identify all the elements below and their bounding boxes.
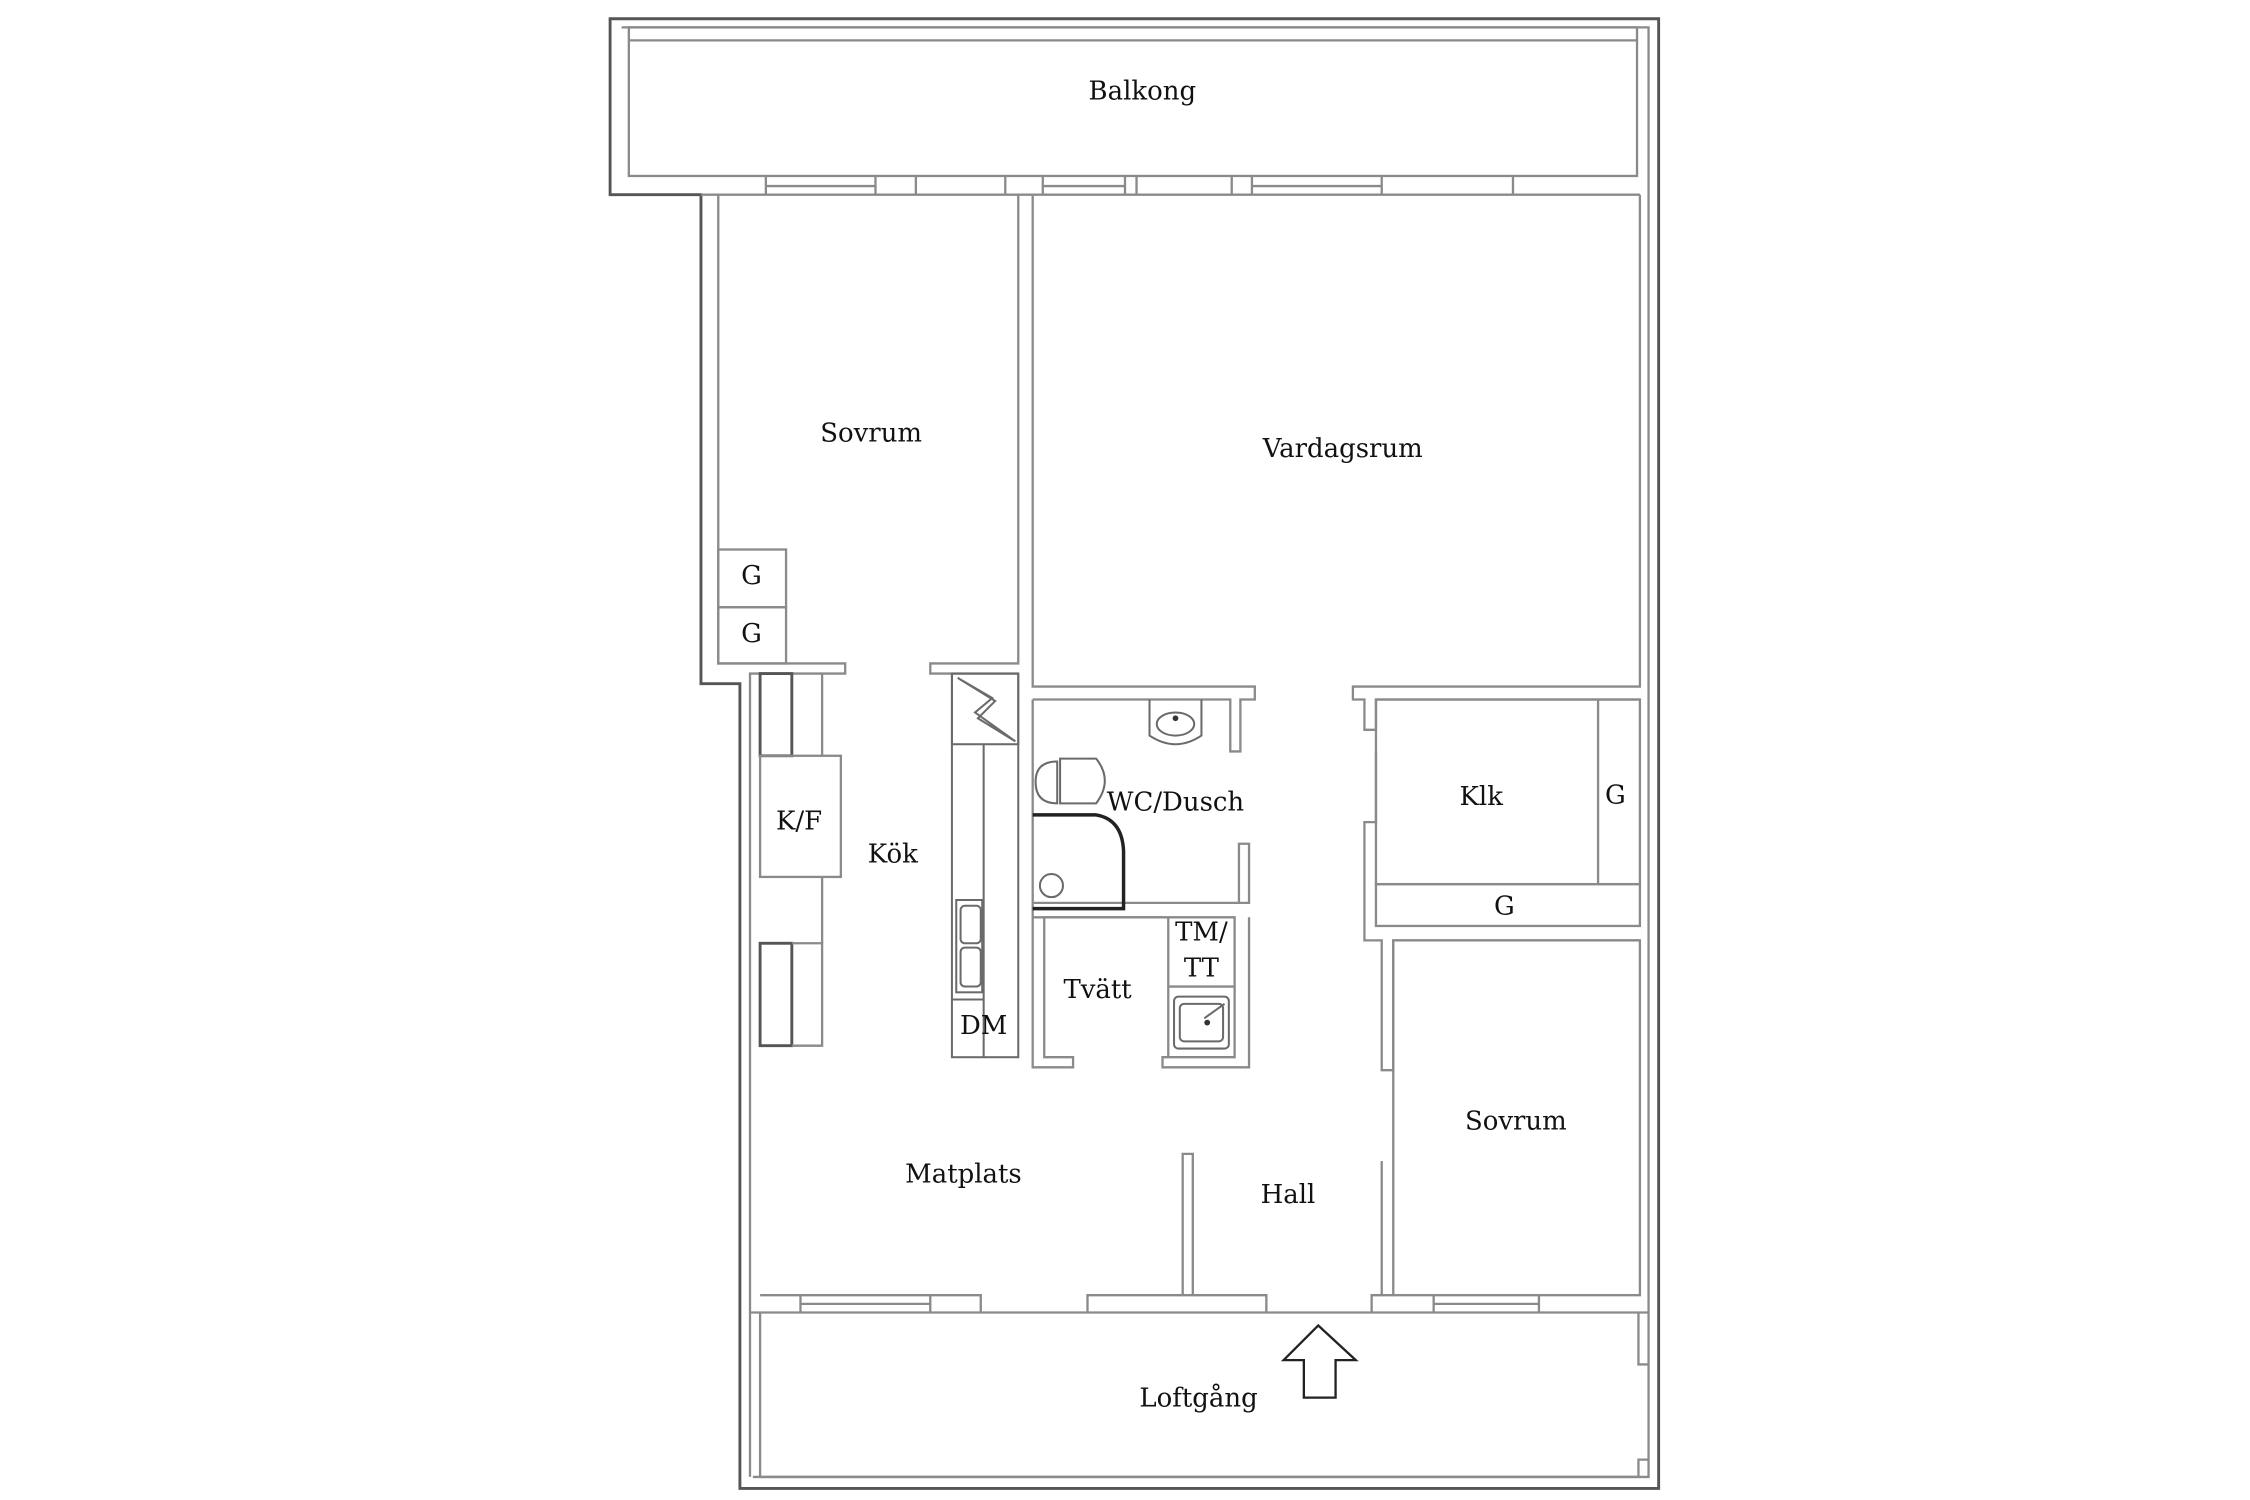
access-balcony [758,1312,1649,1479]
label-kitchen: Kök [868,840,918,870]
bedroom-1 [717,194,1020,1477]
label-fridge-freezer: K/F [776,806,822,836]
bathroom [1031,699,1251,1069]
label-bedroom-1: Sovrum [820,418,922,448]
kitchen-counters-right [950,672,1020,1059]
label-dishwasher: DM [960,1011,1007,1041]
label-wardrobe-2: G [741,619,762,649]
wardrobe-2 [717,606,788,665]
label-wardrobe-4: G [1494,891,1515,921]
hall-walls [760,1152,1394,1313]
label-washer-line1: TM/ [1175,917,1228,947]
balcony [627,26,1639,178]
sink [955,898,984,994]
walk-in-closet [1363,698,1642,1072]
drain-icon [1038,873,1064,899]
label-wardrobe-3: G [1605,780,1626,810]
label-bedroom-2: Sovrum [1465,1106,1567,1136]
arrow-up-icon [1280,1323,1359,1399]
fridge-freezer [758,754,843,879]
top-windows [700,175,1640,196]
label-washer-line2: TT [1184,953,1220,983]
label-balcony: Balkong [1089,77,1197,107]
stove [950,672,1020,746]
utility-sink [1173,995,1230,1050]
shower-tray [1032,813,1126,911]
label-hall: Hall [1261,1180,1316,1210]
bottom-windows [750,1295,1649,1314]
label-bathroom: WC/Dusch [1107,788,1244,818]
laundry [1032,916,1251,1069]
label-access-balcony: Loftgång [1139,1382,1257,1413]
label-living-room: Vardagsrum [1262,434,1423,464]
sink-icon [1148,699,1203,746]
label-laundry: Tvätt [1063,975,1132,1005]
kitchen-counters-left [758,672,843,1048]
label-wardrobe-1: G [741,561,762,591]
toilet-icon [1034,760,1059,805]
label-walk-in-closet: Klk [1460,782,1504,812]
bedroom-2 [1392,939,1642,1297]
label-dining-area: Matplats [905,1160,1022,1190]
living-room [1031,194,1642,753]
outer-walls [608,17,1661,1490]
